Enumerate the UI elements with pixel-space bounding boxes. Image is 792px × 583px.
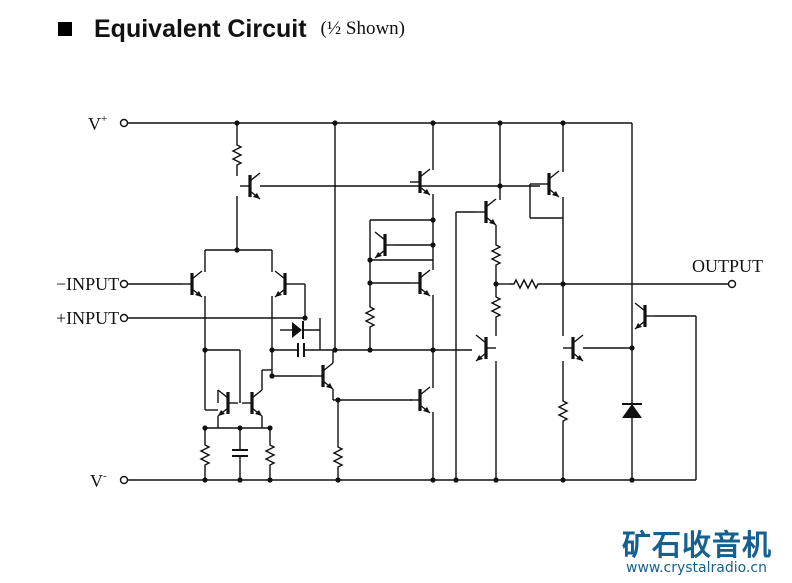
watermark-name: 矿石收音机 [622,528,773,562]
square-bullet-icon [58,22,72,36]
junction-dots [202,120,635,483]
diagram-subtitle: (½ Shown) [320,18,405,39]
v-plus-label: V [88,114,101,134]
watermark-url: www.crystalradio.cn [626,560,767,576]
v-plus-sign: + [101,113,107,125]
terminals [119,118,737,485]
v-minus-terminal [119,475,129,485]
output-label: OUTPUT [692,256,763,276]
v-plus-terminal [119,118,129,128]
output-terminal [727,279,737,289]
minus-input-terminal [119,279,129,289]
plus-input-terminal [119,313,129,323]
minus-input-label: −INPUT [56,274,119,294]
plus-input-label: +INPUT [56,308,119,328]
v-minus-sign: - [103,470,107,482]
diagram-title: Equivalent Circuit [94,14,307,43]
circuit-wiring [128,122,728,481]
heading: Equivalent Circuit (½ Shown) [58,14,405,44]
v-minus-label: V [90,471,103,491]
